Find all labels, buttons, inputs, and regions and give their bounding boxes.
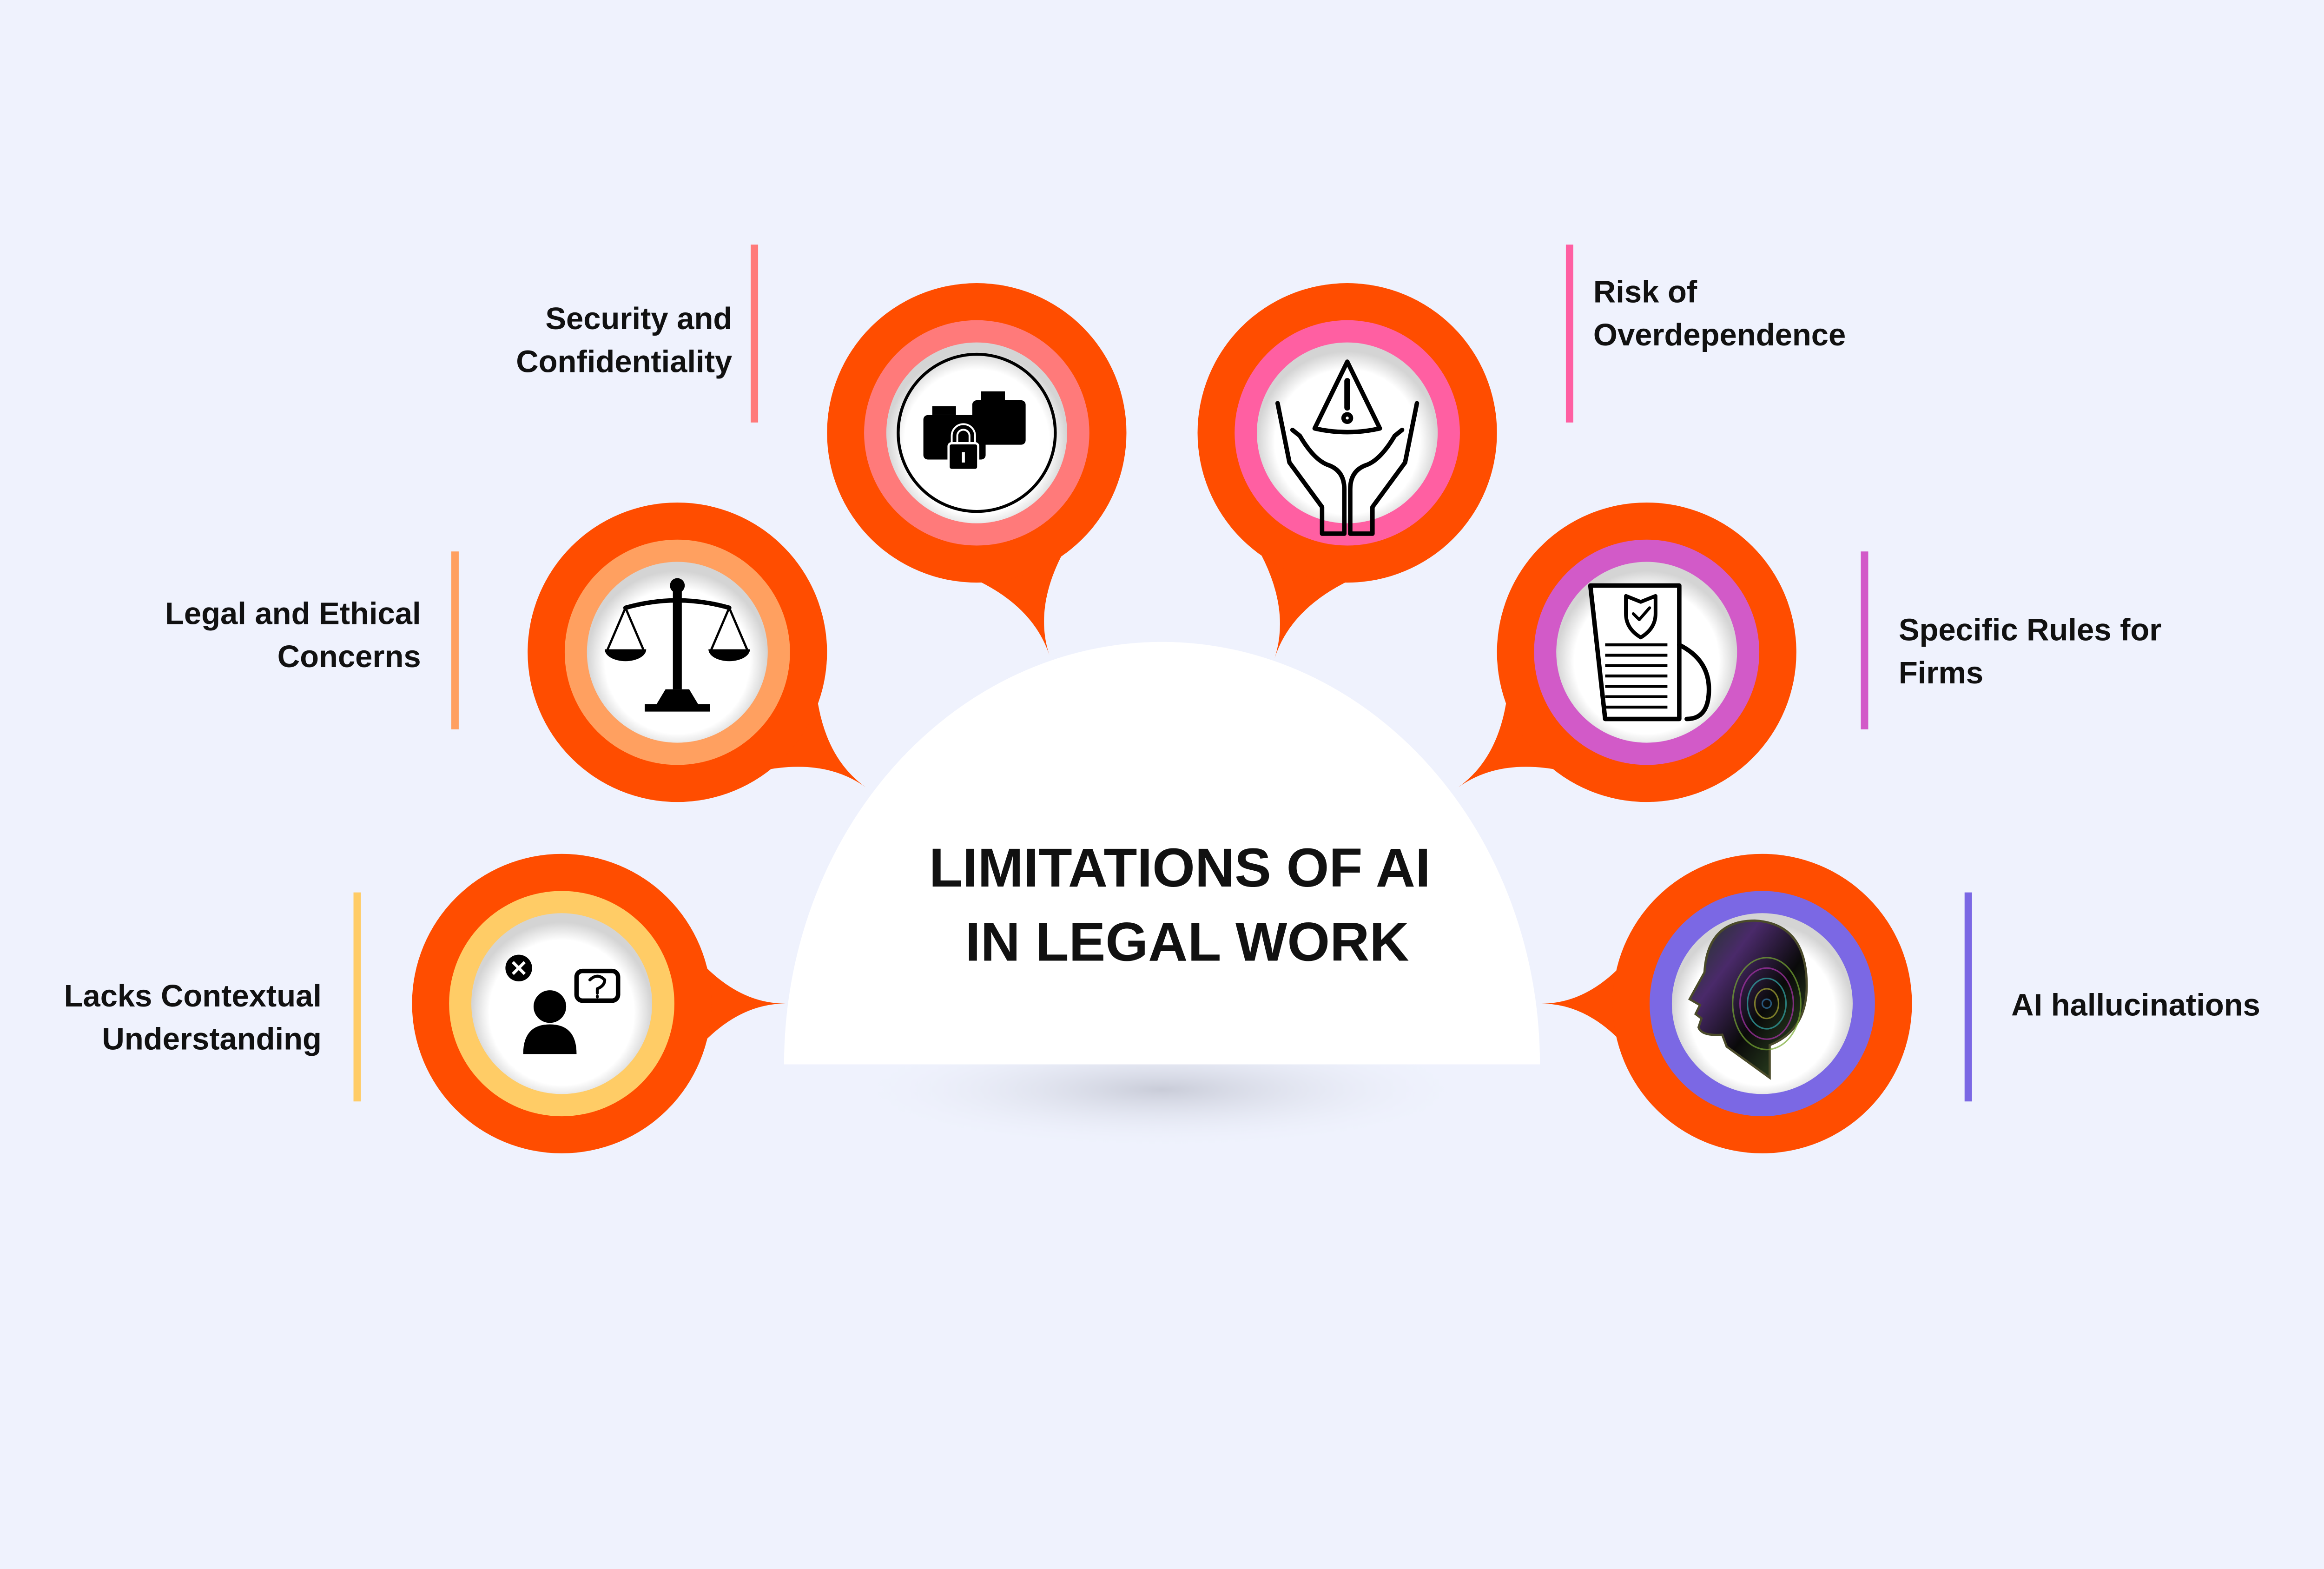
label-text: Specific Rules for: [1899, 613, 2162, 648]
label-accent-bar: [1964, 892, 1972, 1102]
label-text: Firms: [1899, 655, 1983, 690]
label-accent-bar: [1565, 245, 1573, 423]
label-accent-bar: [353, 892, 361, 1102]
label-text: Legal and Ethical: [165, 596, 421, 631]
pin-ai-head: [1541, 854, 1912, 1153]
label-text: AI hallucinations: [2011, 987, 2260, 1022]
label-text: Risk of: [1593, 275, 1697, 310]
pin-hands-warning: [1197, 283, 1497, 658]
ai-head-icon: [1688, 919, 1808, 1080]
label-text: Lacks Contextual: [64, 979, 322, 1013]
pin-scales-of-justice: [528, 502, 866, 802]
pins: [412, 283, 1912, 1153]
label-accent-bar: [1861, 551, 1868, 729]
label-accent-bar: [451, 551, 459, 729]
label-text: Concerns: [277, 639, 421, 674]
center-half-disc: [784, 642, 1540, 1065]
label-text: Security and: [545, 301, 732, 336]
pin-policy-document: [1458, 502, 1796, 802]
scales-of-justice-icon: [605, 578, 750, 712]
label-text: Understanding: [102, 1022, 322, 1057]
infographic: LIMITATIONS OF AI IN LEGAL WORK Security…: [64, 245, 2260, 1153]
pin-locked-folders: [827, 283, 1127, 655]
title-line-1: LIMITATIONS OF AI: [929, 837, 1431, 899]
hands-warning-icon: [1275, 359, 1419, 536]
label-group: Risk of Overdependence: [1565, 245, 1846, 423]
locked-folders-icon: [897, 352, 1057, 513]
label-accent-bar: [751, 245, 759, 423]
pin-confused-person: [412, 854, 786, 1153]
title-line-2: IN LEGAL WORK: [965, 911, 1409, 973]
policy-document-icon: [1588, 583, 1711, 722]
confused-person-icon: [505, 954, 621, 1054]
label-group: AI hallucinations: [1964, 892, 2260, 1102]
label-text: Overdependence: [1593, 318, 1846, 352]
label-text: Confidentiality: [516, 344, 732, 379]
